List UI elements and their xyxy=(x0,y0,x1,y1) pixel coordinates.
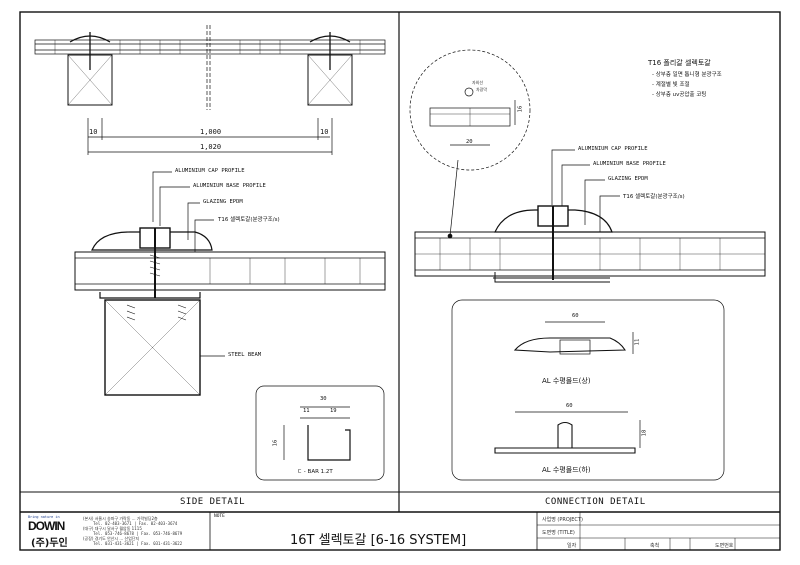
address-line: (공장) 경기도 안산시 ... 산업단지 xyxy=(83,536,140,541)
address-line: (대구) 대구시 달서구 월암동 1115 xyxy=(83,526,142,531)
title-label: 도면명 (TITLE) xyxy=(542,530,575,536)
label-glazing-epdm: GLAZING EPDM xyxy=(203,199,243,205)
upper-profile-label: AL 수평몰드(상) xyxy=(542,377,591,385)
dim-span: 1,000 xyxy=(200,128,222,136)
note-label: NOTE xyxy=(214,514,225,519)
cbar-label: ㄷ - BAR 1.2T xyxy=(297,469,333,475)
logo-en: DOWIN xyxy=(28,519,65,533)
drawing-no-label: 도면번호 xyxy=(715,543,734,549)
zoom-label-1: 자외선 xyxy=(472,80,484,85)
address-line: Tel. 02-403-3671 | Fax. 02-403-3674 xyxy=(93,521,178,526)
dim-total: 1,020 xyxy=(200,143,222,151)
sheet-border xyxy=(19,11,781,551)
dim-right-edge: 10 xyxy=(320,128,329,136)
logo-tagline: Bring nature in xyxy=(28,515,60,519)
spec-item-3: - 상부층 uv공압출 코팅 xyxy=(652,92,707,98)
label-cap-profile: ALUMINIUM CAP PROFILE xyxy=(175,168,245,174)
side-detail-title: SIDE DETAIL xyxy=(180,497,246,507)
company-address: (본사) 서울시 송파구 가락동 ... 가락빌딩2층 Tel. 02-403-… xyxy=(83,516,182,546)
scale-label: 축척 xyxy=(650,543,660,549)
conn-label-base: ALUMINIUM BASE PROFILE xyxy=(593,161,666,167)
connection-section xyxy=(414,149,766,283)
spec-item-2: - 계절별 빛 조절 xyxy=(652,82,690,88)
zoom-dim-width: 20 xyxy=(466,139,473,145)
address-line: Tel. 053-746-8678 | Fax. 053-746-8679 xyxy=(93,531,183,536)
zoom-label-2: 차광막 xyxy=(476,87,488,92)
spec-item-1: - 상부층 일면 톱니형 분광구조 xyxy=(652,72,722,78)
label-base-profile: ALUMINIUM BASE PROFILE xyxy=(193,183,266,189)
cbar-dim-b: 19 xyxy=(330,408,337,414)
zoom-dim-height: 16 xyxy=(517,105,524,113)
project-label: 사업명 (PROJECT) xyxy=(542,517,583,523)
lower-dim-width: 60 xyxy=(566,403,573,409)
profiles-box xyxy=(451,299,725,481)
lower-dim-height: 18 xyxy=(641,429,648,437)
cbar-detail-box xyxy=(255,385,385,481)
side-overview xyxy=(34,25,386,155)
conn-label-sheet: T16 셀렉토갈(분광구조/s) xyxy=(623,194,685,200)
company-logo: Bring nature in DOWIN (주)두인 xyxy=(28,515,76,549)
cbar-dim-total: 30 xyxy=(320,396,327,402)
logo-kr: (주)두인 xyxy=(31,538,68,549)
address-line: Tel. 031-431-3621 | Fax. 031-431-3622 xyxy=(93,541,183,546)
label-sheet: T16 셀렉토갈(분광구조/s) xyxy=(218,217,280,223)
drawing-title: 16T 셀렉토갈 [6-16 SYSTEM] xyxy=(290,533,467,548)
connection-zoom-circle xyxy=(409,49,531,239)
side-section xyxy=(74,171,386,396)
upper-dim-height: 11 xyxy=(634,338,641,346)
upper-dim-width: 60 xyxy=(572,313,579,319)
dim-left-edge: 10 xyxy=(89,128,98,136)
conn-label-cap: ALUMINIUM CAP PROFILE xyxy=(578,146,648,152)
date-label: 일자 xyxy=(567,543,577,549)
conn-label-epdm: GLAZING EPDM xyxy=(608,176,648,182)
cbar-dim-h: 16 xyxy=(272,439,279,447)
spec-title: T16 폴리갈 셀렉토갈 xyxy=(648,59,711,67)
lower-profile-label: AL 수평몰드(하) xyxy=(542,466,591,474)
label-steel-beam: STEEL BEAM xyxy=(228,352,262,358)
connection-detail-title: CONNECTION DETAIL xyxy=(545,497,646,507)
cbar-dim-a: 11 xyxy=(303,408,310,414)
address-line: (본사) 서울시 송파구 가락동 ... 가락빌딩2층 xyxy=(83,516,158,521)
